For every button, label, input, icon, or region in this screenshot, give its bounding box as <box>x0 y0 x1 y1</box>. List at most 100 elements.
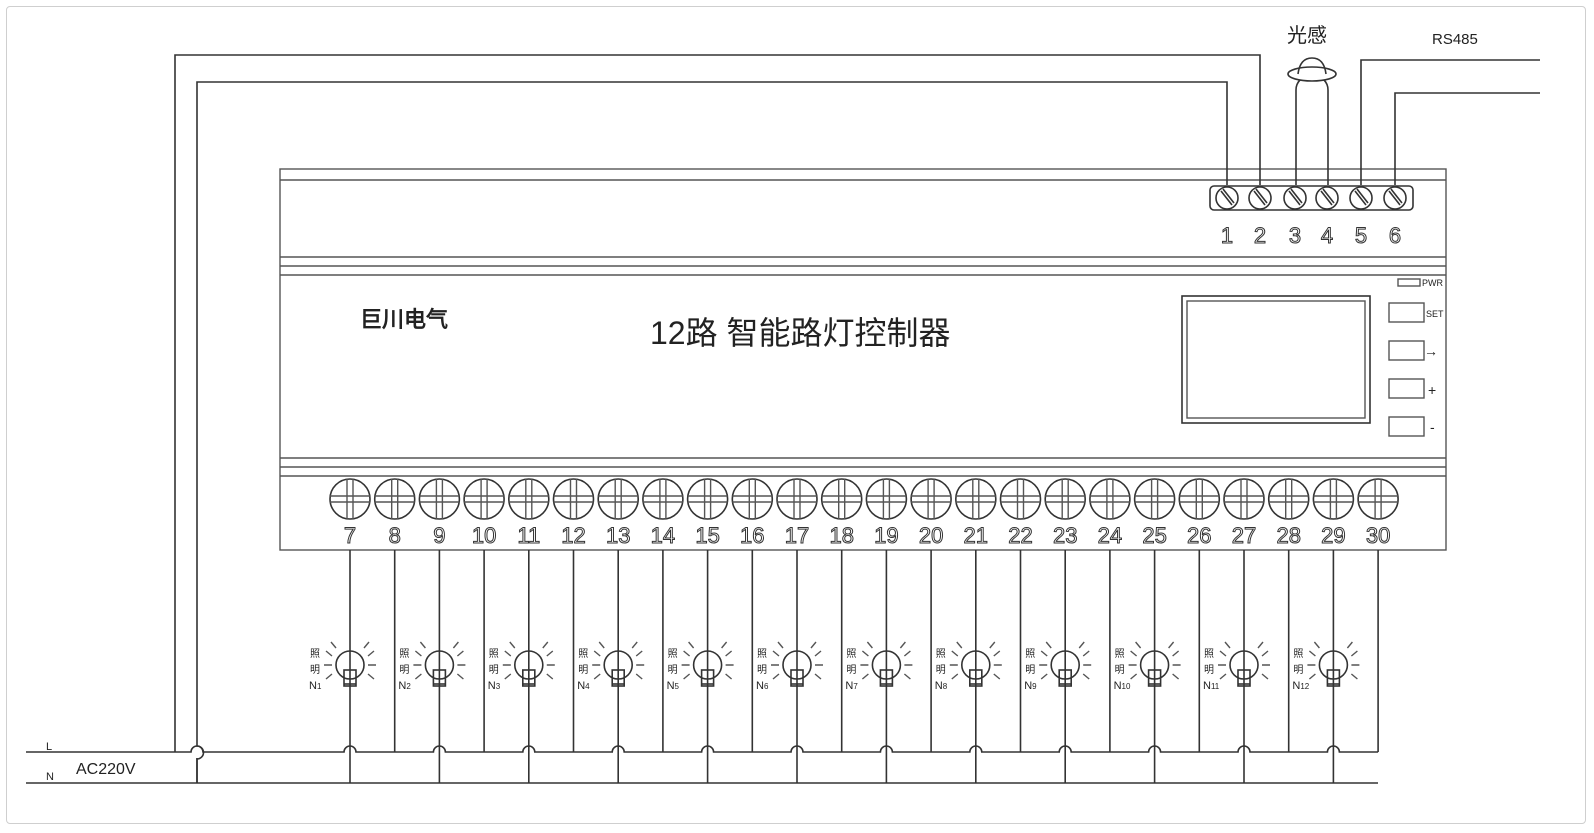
output-terminal-number: 28 <box>1276 523 1300 548</box>
lamp-icon <box>413 641 466 687</box>
lamp-label-line2: 明 <box>1293 664 1303 676</box>
output-terminal-screw <box>1223 478 1265 520</box>
lamp-label-line1: 照 <box>1293 648 1303 660</box>
output-terminal-screw <box>552 478 595 520</box>
lamp-index: 12 <box>1300 682 1309 691</box>
wire-L-to-terminal-2 <box>174 54 1261 752</box>
output-terminal-number: 24 <box>1098 523 1122 548</box>
output-terminal-screw <box>954 478 997 520</box>
lamp-icon <box>949 641 1002 687</box>
lamp-label-line1: 照 <box>936 648 946 660</box>
output-terminal-screw <box>329 478 371 520</box>
plus-button[interactable] <box>1388 378 1425 399</box>
minus-label: - <box>1430 419 1435 435</box>
lamp-icon <box>1307 641 1360 687</box>
output-terminal-screw <box>1357 478 1399 520</box>
diagram-frame <box>6 6 1586 824</box>
output-terminal-number: 12 <box>561 523 585 548</box>
light-sensor-icon <box>1287 57 1337 185</box>
output-terminal-number: 18 <box>829 523 853 548</box>
lamp-index: 1 <box>317 682 322 691</box>
output-terminal-screw <box>820 478 863 520</box>
output-terminal-screw <box>418 478 461 520</box>
lamp-n: N <box>756 680 764 692</box>
output-terminal-number: 9 <box>433 523 445 548</box>
lamp-label-line2: 明 <box>846 664 856 676</box>
lamp-label-line1: 照 <box>399 648 409 660</box>
lamp-label-n: N10 <box>1114 680 1131 692</box>
output-terminal-number: 22 <box>1008 523 1032 548</box>
lamp-n: N <box>1114 680 1122 692</box>
lamp-label-n: N5 <box>667 680 680 692</box>
lamp-n: N <box>1203 680 1211 692</box>
lamp-label-n: N3 <box>488 680 501 692</box>
top-terminal-screw <box>1349 186 1373 210</box>
lamp-n: N <box>309 680 317 692</box>
output-terminal-number: 15 <box>695 523 719 548</box>
set-button[interactable] <box>1388 302 1425 323</box>
lamp-label-line2: 明 <box>399 664 409 676</box>
lamp-label-line2: 明 <box>489 664 499 676</box>
lamp-label-line1: 照 <box>1025 648 1035 660</box>
output-terminal-screw <box>731 478 774 520</box>
lamp-label-line2: 明 <box>310 664 320 676</box>
L-label: L <box>46 741 52 753</box>
lamp-icon <box>1128 641 1181 687</box>
set-label: SET <box>1426 309 1444 319</box>
light-sensor-label: 光感 <box>1287 24 1327 47</box>
output-terminal-number: 8 <box>389 523 401 548</box>
lamp-label-n: N12 <box>1292 680 1309 692</box>
lamp-label-line1: 照 <box>668 648 678 660</box>
top-terminal-screw <box>1215 186 1239 210</box>
next-button[interactable] <box>1388 340 1425 361</box>
lamp-label-n: N9 <box>1024 680 1037 692</box>
plus-label: + <box>1428 382 1436 398</box>
live-line <box>26 745 1379 753</box>
lamp-index: 8 <box>943 682 948 691</box>
lamp-label-line2: 明 <box>1025 664 1035 676</box>
lamp-icon <box>1039 641 1092 687</box>
lamp-label-line2: 明 <box>578 664 588 676</box>
lamp-label-n: N2 <box>398 680 411 692</box>
lamp-label-n: N11 <box>1203 680 1220 692</box>
lamp-label-line2: 明 <box>668 664 678 676</box>
lamp-n: N <box>577 680 585 692</box>
lamp-index: 4 <box>585 682 590 691</box>
lamp-icon <box>771 641 823 687</box>
output-terminal-screw <box>1089 478 1131 520</box>
rs485-wire-a <box>1360 59 1540 185</box>
lamp-index: 3 <box>496 682 501 691</box>
lamp-label-line1: 照 <box>578 648 588 660</box>
output-terminal-number: 30 <box>1366 523 1390 548</box>
output-terminal-screw <box>1044 478 1086 520</box>
top-terminal-number: 2 <box>1254 223 1266 248</box>
output-terminal-number: 25 <box>1142 523 1166 548</box>
output-terminal-screw <box>463 478 505 520</box>
output-terminal-screw <box>910 478 952 520</box>
pwr-label: PWR <box>1422 278 1443 288</box>
top-terminal-screw <box>1283 186 1307 210</box>
lamp-n: N <box>488 680 496 692</box>
voltage-label: AC220V <box>76 761 136 778</box>
lamp-label-n: N6 <box>756 680 769 692</box>
lamp-label-line2: 明 <box>1115 664 1125 676</box>
output-terminal-number: 13 <box>606 523 630 548</box>
output-terminal-screw <box>507 478 550 520</box>
lamp-label-line2: 明 <box>936 664 946 676</box>
lamp-label-n: N8 <box>935 680 948 692</box>
output-terminal-screw <box>865 478 908 520</box>
top-terminal-screw <box>1383 186 1407 210</box>
lamp-label-n: N1 <box>309 680 322 692</box>
lamp-index: 10 <box>1122 682 1131 691</box>
N-label: N <box>46 771 54 783</box>
controller-body <box>279 168 1447 551</box>
lamp-n: N <box>935 680 943 692</box>
lamp-n: N <box>845 680 853 692</box>
minus-button[interactable] <box>1388 416 1425 437</box>
output-terminal-number: 17 <box>785 523 809 548</box>
output-terminal-screw <box>1312 478 1355 520</box>
output-terminal-number: 19 <box>874 523 898 548</box>
output-terminal-screw <box>1178 478 1221 520</box>
output-terminal-number: 16 <box>740 523 764 548</box>
output-terminal-number: 21 <box>964 523 988 548</box>
